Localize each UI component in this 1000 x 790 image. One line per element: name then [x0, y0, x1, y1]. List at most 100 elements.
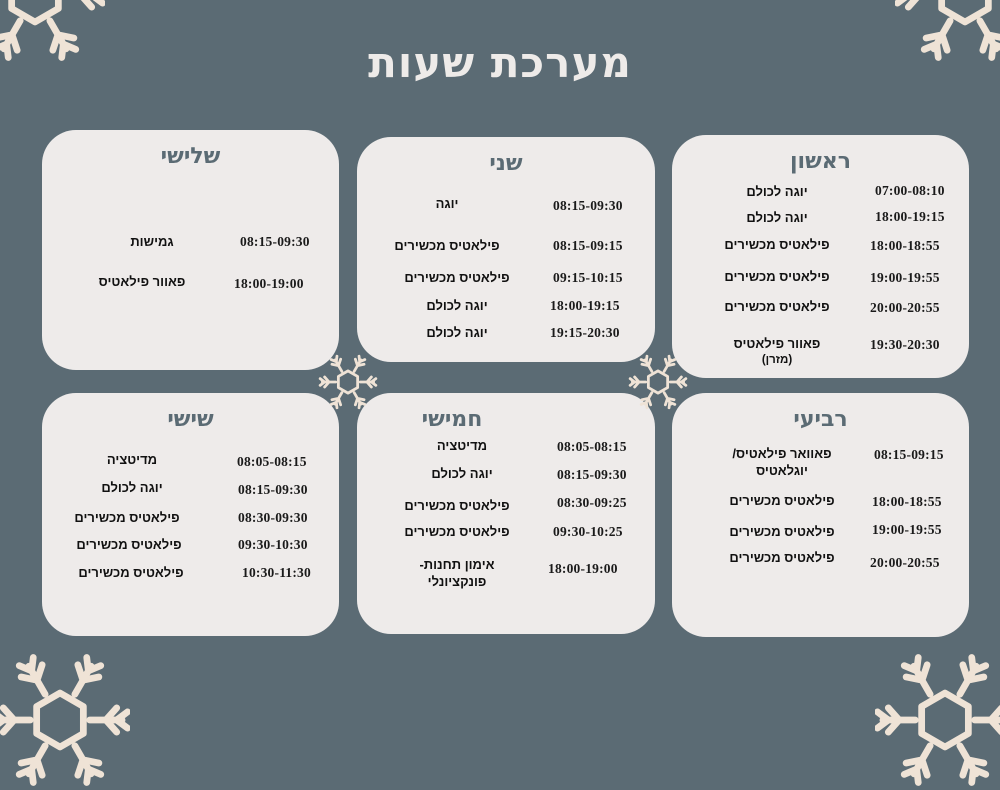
- class-name: פילאטיס מכשירים: [394, 238, 500, 253]
- time-slot: 20:00-20:55: [870, 300, 940, 315]
- class-name: יוגה לכולם: [426, 325, 488, 340]
- schedule-row: 08:15-09:30 גמישות: [42, 233, 339, 263]
- class-name: פילאטיס מכשירים: [404, 270, 510, 285]
- class-name-sub: יוגלאטיס: [756, 463, 808, 478]
- time-slot: 19:00-19:55: [870, 270, 940, 285]
- schedule-row: 08:15-09:15 פילאטיס מכשירים: [357, 237, 655, 267]
- schedule-row: 18:00-19:00 פאוור פילאטיס: [42, 273, 339, 303]
- time-slot: 07:00-08:10: [875, 183, 945, 198]
- class-name-main: פאוור פילאטיס: [733, 336, 821, 351]
- snowflake-icon: [318, 352, 378, 412]
- class-name: מדיטציה: [106, 452, 158, 467]
- class-name: יוגה לכולם: [101, 480, 163, 495]
- time-slot: 08:15-09:30: [557, 467, 627, 482]
- time-slot: 08:15-09:15: [553, 238, 623, 253]
- class-name: פילאטיס מכשירים: [78, 565, 184, 580]
- time-slot: 19:00-19:55: [872, 522, 942, 537]
- class-name: יוגה לכולם: [431, 466, 493, 481]
- class-name: פילאטיס מכשירים: [729, 524, 835, 539]
- time-slot: 09:30-10:25: [553, 524, 623, 539]
- class-name: יוגה: [435, 196, 459, 211]
- day-title: חמישי: [421, 407, 483, 432]
- schedule-row: 19:00-19:55 פילאטיס מכשירים: [672, 268, 969, 298]
- class-name: פילאטיס מכשירים: [729, 493, 835, 508]
- time-slot: 19:30-20:30: [870, 337, 940, 352]
- day-card-sunday: ראשון 07:00-08:10 יוגה לכולם 18:00-19:15…: [672, 135, 969, 378]
- time-slot: 18:00-19:00: [234, 276, 304, 291]
- time-slot: 18:00-19:00: [548, 561, 618, 576]
- day-card-friday: שישי 08:05-08:15 מדיטציה 08:15-09:30 יוג…: [42, 393, 339, 636]
- schedule-row: 08:15-09:30 יוגה: [357, 195, 655, 225]
- schedule-row: 08:15-09:15 פאוואר פילאטיס/ יוגלאטיס: [672, 445, 969, 485]
- time-slot: 09:30-10:30: [238, 537, 308, 552]
- day-card-wednesday: רביעי 08:15-09:15 פאוואר פילאטיס/ יוגלאט…: [672, 393, 969, 637]
- day-card-tuesday: שלישי 08:15-09:30 גמישות 18:00-19:00 פאו…: [42, 130, 339, 370]
- class-name: יוגה לכולם: [426, 298, 488, 313]
- schedule-row: 08:15-09:30 יוגה לכולם: [42, 479, 339, 509]
- class-name: פילאטיס מכשירים: [724, 237, 830, 252]
- class-name-sub: פונקציונלי: [427, 574, 487, 589]
- class-name: פילאטיס מכשירים: [404, 524, 510, 539]
- time-slot: 08:15-09:30: [238, 482, 308, 497]
- schedule-row: 19:15-20:30 יוגה לכולם: [357, 324, 655, 354]
- class-name: פילאטיס מכשירים: [724, 299, 830, 314]
- class-name: פילאטיס מכשירים: [729, 550, 835, 565]
- schedule-row: 08:30-09:30 פילאטיס מכשירים: [42, 509, 339, 539]
- schedule-row: 18:00-18:55 פילאטיס מכשירים: [672, 236, 969, 266]
- class-name: פילאטיס מכשירים: [404, 498, 510, 513]
- page-title: מערכת שעות: [368, 38, 632, 87]
- snowflake-icon: [0, 650, 130, 790]
- time-slot: 10:30-11:30: [242, 565, 311, 580]
- time-slot: 18:00-18:55: [870, 238, 940, 253]
- time-slot: 08:30-09:30: [238, 510, 308, 525]
- schedule-row: 18:00-19:15 יוגה לכולם: [672, 209, 969, 239]
- class-name-main: אימון תחנות-: [419, 557, 495, 572]
- class-name: יוגה לכולם: [746, 210, 808, 225]
- schedule-row: 19:00-19:55 פילאטיס מכשירים: [672, 521, 969, 551]
- time-slot: 18:00-19:15: [550, 298, 620, 313]
- time-slot: 08:30-09:25: [557, 495, 627, 510]
- time-slot: 19:15-20:30: [550, 325, 620, 340]
- class-name: פאוור פילאטיס: [98, 274, 186, 289]
- day-title: שישי: [167, 407, 214, 432]
- day-title: רביעי: [793, 407, 848, 432]
- class-name: פאוור פילאטיס (מזרן): [702, 335, 852, 369]
- schedule-row: 18:00-19:15 יוגה לכולם: [357, 297, 655, 327]
- day-title: ראשון: [789, 149, 852, 174]
- schedule-row: 08:05-08:15 מדיטציה: [42, 451, 339, 481]
- schedule-row: 09:15-10:15 פילאטיס מכשירים: [357, 269, 655, 299]
- class-name: מדיטציה: [436, 438, 488, 453]
- class-name: פאוואר פילאטיס/ יוגלאטיס: [702, 445, 862, 479]
- schedule-row: 07:00-08:10 יוגה לכולם: [672, 183, 969, 213]
- class-name: אימון תחנות- פונקציונלי: [387, 556, 527, 590]
- class-name: פילאטיס מכשירים: [724, 269, 830, 284]
- day-title: שלישי: [160, 144, 221, 169]
- day-card-thursday: חמישי 08:05-08:15 מדיטציה 08:15-09:30 יו…: [357, 393, 655, 634]
- class-name-sub: (מזרן): [761, 354, 793, 366]
- time-slot: 09:15-10:15: [553, 270, 623, 285]
- time-slot: 08:15-09:30: [240, 234, 310, 249]
- time-slot: 08:15-09:15: [874, 447, 944, 462]
- schedule-row: 09:30-10:25 פילאטיס מכשירים: [357, 523, 655, 553]
- class-name-main: פאוואר פילאטיס/: [732, 446, 832, 461]
- time-slot: 18:00-18:55: [872, 494, 942, 509]
- snowflake-icon: [628, 352, 688, 412]
- schedule-row: 18:00-19:00 אימון תחנות- פונקציונלי: [357, 556, 655, 596]
- schedule-row: 09:30-10:30 פילאטיס מכשירים: [42, 536, 339, 566]
- class-name: פילאטיס מכשירים: [74, 510, 180, 525]
- class-name: גמישות: [130, 234, 174, 249]
- schedule-row: 08:05-08:15 מדיטציה: [357, 437, 655, 467]
- schedule-row: 10:30-11:30 פילאטיס מכשירים: [42, 564, 339, 594]
- schedule-row: 08:30-09:25 פילאטיס מכשירים: [357, 495, 655, 526]
- time-slot: 08:05-08:15: [237, 454, 307, 469]
- schedule-row: 19:30-20:30 פאוור פילאטיס (מזרן): [672, 335, 969, 375]
- day-card-monday: שני 08:15-09:30 יוגה 08:15-09:15 פילאטיס…: [357, 137, 655, 362]
- time-slot: 08:15-09:30: [553, 198, 623, 213]
- time-slot: 18:00-19:15: [875, 209, 945, 224]
- time-slot: 20:00-20:55: [870, 555, 940, 570]
- class-name: פילאטיס מכשירים: [76, 537, 182, 552]
- schedule-row: 18:00-18:55 פילאטיס מכשירים: [672, 492, 969, 522]
- schedule-row: 20:00-20:55 פילאטיס מכשירים: [672, 549, 969, 579]
- day-title: שני: [489, 151, 523, 176]
- schedule-row: 20:00-20:55 פילאטיס מכשירים: [672, 298, 969, 328]
